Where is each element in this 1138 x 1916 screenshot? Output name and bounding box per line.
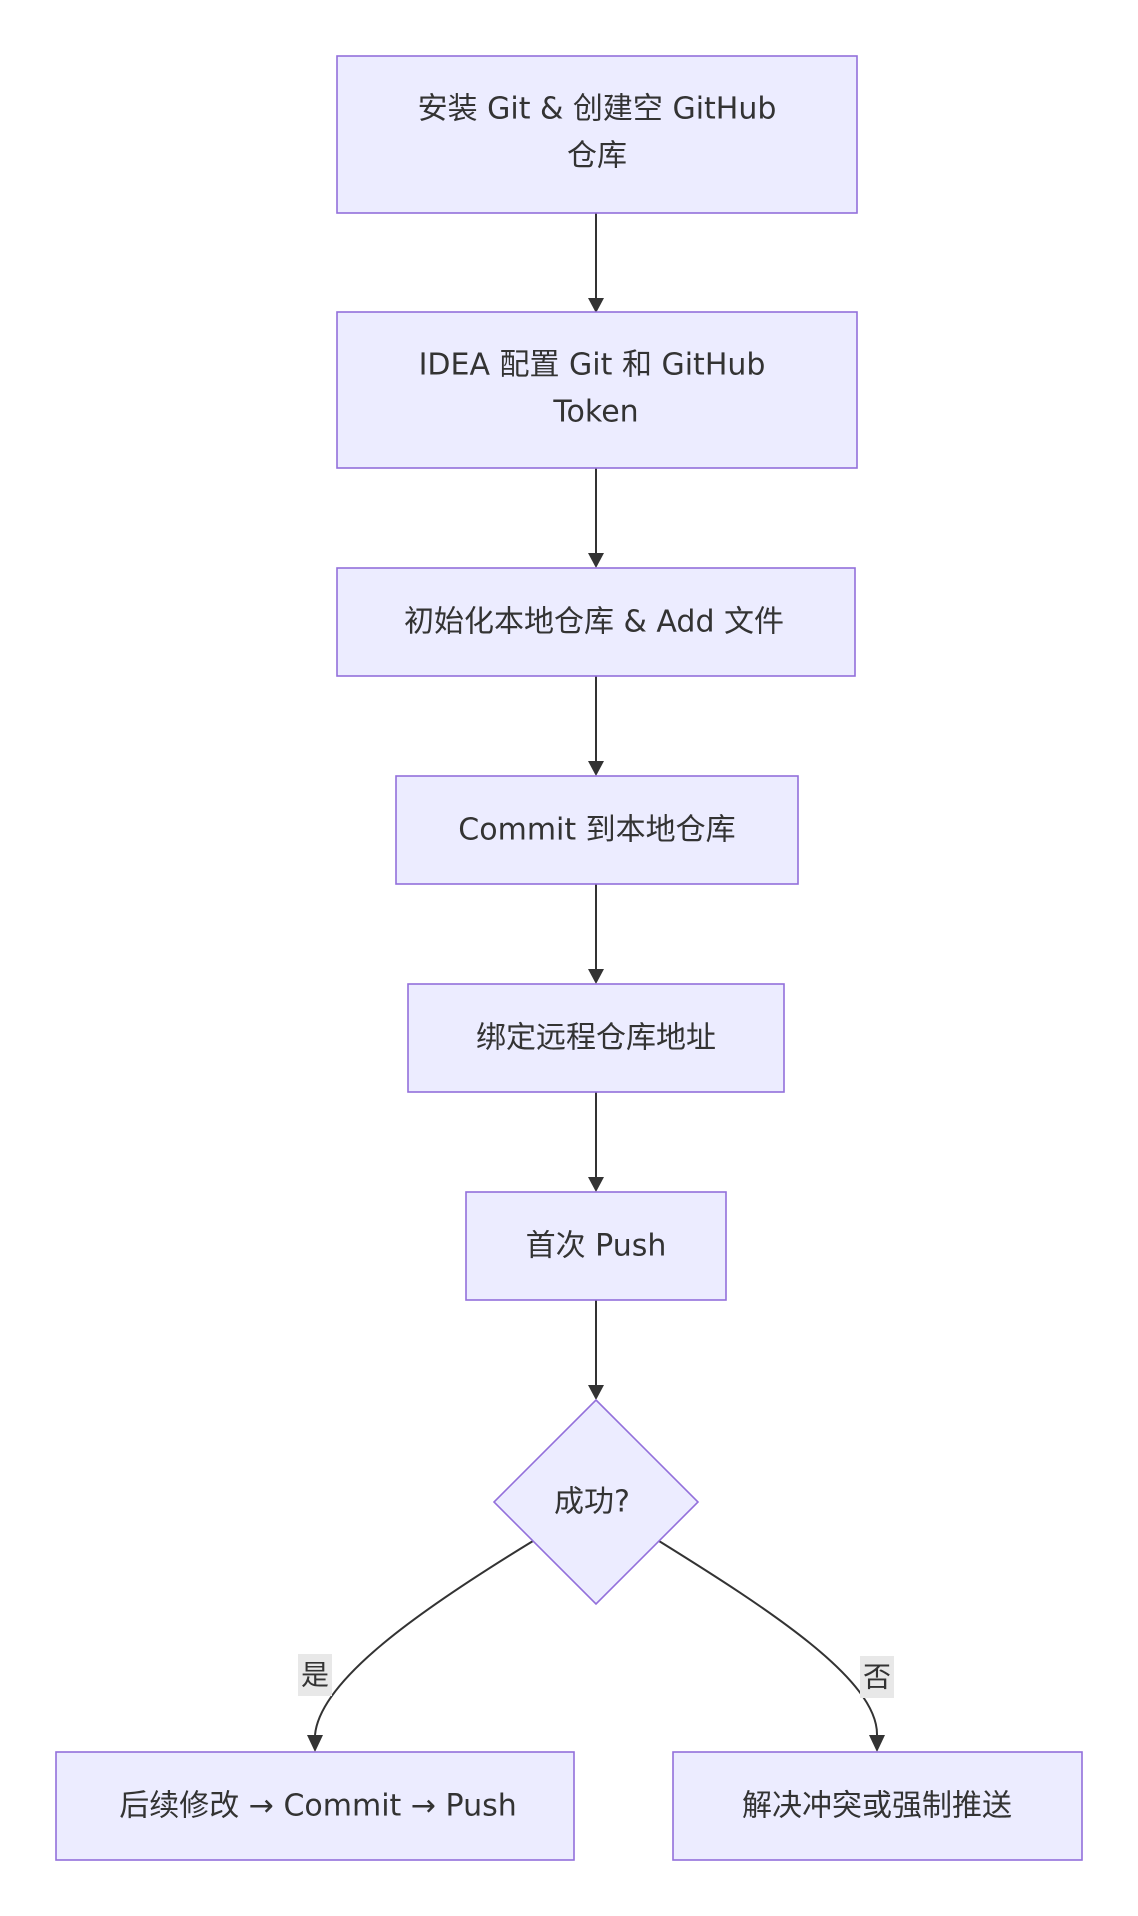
edge-decision-yes: [314, 1540, 534, 1736]
node-init-box: [336, 567, 856, 677]
edges: [307, 213, 885, 1752]
node-configure-label-line1: IDEA 配置 Git 和 GitHub: [419, 348, 766, 383]
arrowhead: [588, 1177, 604, 1192]
arrowhead: [588, 761, 604, 776]
arrowhead: [869, 1735, 885, 1752]
node-install: 安装 Git & 创建空 GitHub 仓库: [336, 55, 858, 214]
node-configure-label-line2: Token: [552, 395, 638, 430]
node-followup-label: 后续修改 → Commit → Push: [119, 1789, 517, 1824]
edge-label-yes-text: 是: [301, 1659, 329, 1692]
node-success-diamond: [492, 1398, 700, 1606]
edge-label-yes: 是: [298, 1654, 332, 1696]
node-followup-box: [55, 1751, 575, 1861]
node-success-decision: 成功?: [492, 1398, 700, 1606]
node-resolve-box: [672, 1751, 1083, 1861]
node-bind-remote: 绑定远程仓库地址: [407, 983, 785, 1093]
node-init: 初始化本地仓库 & Add 文件: [336, 567, 856, 677]
edge-label-no: 否: [860, 1656, 894, 1698]
edge-decision-no: [658, 1540, 879, 1736]
node-bind-remote-box: [407, 983, 785, 1093]
arrowhead: [588, 553, 604, 568]
node-resolve-label: 解决冲突或强制推送: [742, 1789, 1012, 1824]
node-bind-remote-label: 绑定远程仓库地址: [476, 1021, 716, 1056]
node-commit-label: Commit 到本地仓库: [458, 813, 735, 848]
node-init-label: 初始化本地仓库 & Add 文件: [404, 605, 784, 640]
arrowhead: [588, 969, 604, 984]
node-success-label: 成功?: [554, 1485, 630, 1520]
node-resolve: 解决冲突或强制推送: [672, 1751, 1083, 1861]
arrowhead: [588, 1385, 604, 1400]
node-commit-box: [395, 775, 799, 885]
node-first-push-label: 首次 Push: [526, 1229, 667, 1264]
node-first-push-box: [465, 1191, 727, 1301]
node-install-label-line2: 仓库: [567, 139, 627, 174]
arrowhead: [307, 1735, 323, 1752]
arrowhead: [588, 298, 604, 313]
node-configure: IDEA 配置 Git 和 GitHub Token: [336, 311, 858, 469]
edge-label-no-text: 否: [863, 1661, 891, 1694]
node-followup: 后续修改 → Commit → Push: [55, 1751, 575, 1861]
node-commit: Commit 到本地仓库: [395, 775, 799, 885]
node-install-label-line1: 安装 Git & 创建空 GitHub: [418, 92, 777, 127]
node-install-box: [336, 55, 858, 214]
edge-label-yes-bg: [298, 1654, 332, 1696]
node-configure-box: [336, 311, 858, 469]
node-first-push: 首次 Push: [465, 1191, 727, 1301]
edge-label-no-bg: [860, 1656, 894, 1698]
